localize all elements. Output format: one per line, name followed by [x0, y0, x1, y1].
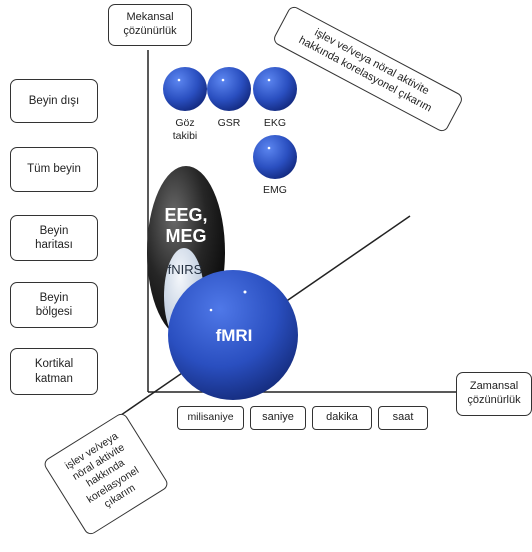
- temporal-level-hour: saat: [378, 406, 428, 430]
- eye-tracking-sphere: [163, 67, 207, 111]
- temporal-level-second: saniye: [250, 406, 306, 430]
- gsr-sphere: [207, 67, 251, 111]
- gsr-label: GSR: [217, 117, 241, 129]
- fnirs-label: fNIRS: [167, 262, 203, 277]
- spatial-level-cortical-layer: Kortikal katman: [10, 348, 98, 395]
- ekg-label: EKG: [263, 117, 287, 129]
- temporal-level-ms: milisaniye: [177, 406, 244, 430]
- emg-sphere: [253, 135, 297, 179]
- spatial-level-brain-region: Beyin bölgesi: [10, 282, 98, 328]
- y-axis-label: Mekansal çözünürlük: [108, 4, 192, 46]
- temporal-level-minute: dakika: [312, 406, 372, 430]
- eye-tracking-label: Göz takibi: [172, 117, 198, 143]
- emg-label: EMG: [263, 184, 287, 196]
- fmri-sphere: [168, 270, 298, 400]
- x-axis-label: Zamansal çözünürlük: [456, 372, 532, 416]
- fmri-label: fMRI: [215, 326, 253, 345]
- ekg-sphere: [253, 67, 297, 111]
- eeg-meg-label: EEG, MEG: [164, 205, 208, 246]
- spatial-level-brain-map: Beyin haritası: [10, 215, 98, 261]
- spatial-level-whole-brain: Tüm beyin: [10, 147, 98, 192]
- spatial-level-outside-brain: Beyin dışı: [10, 79, 98, 123]
